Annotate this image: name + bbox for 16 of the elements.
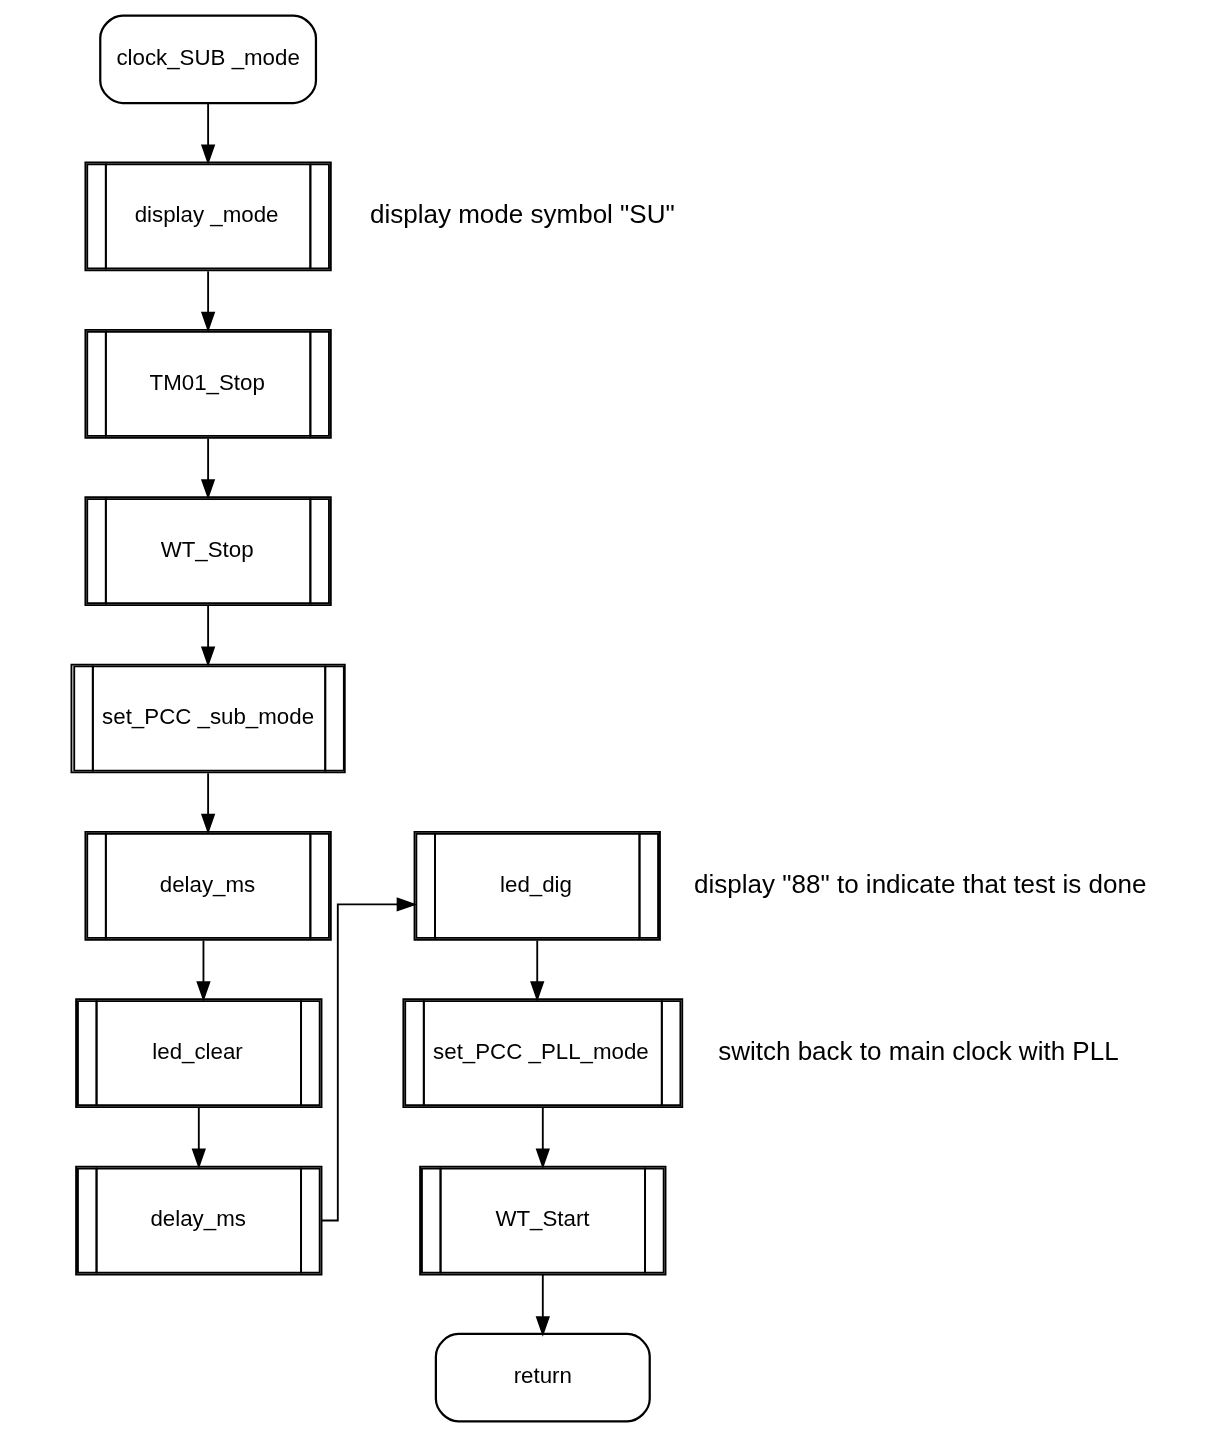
arrow [195,939,211,1002]
arrow [200,102,215,166]
arrow [200,772,215,835]
node-box: clock_SUB _mode [98,14,317,105]
node-label: display "88" to indicate that test is done [693,868,1146,899]
node-label: switch back to main clock with PLL [717,1036,1119,1067]
node-box: return [434,1332,651,1423]
arrow [200,270,215,333]
arrow [320,897,417,1222]
arrow [535,1107,550,1169]
arrow [535,1273,550,1337]
arrow [200,605,215,667]
arrow [529,939,544,1002]
node-label: display mode symbol "SU" [369,199,675,230]
arrow [200,437,215,500]
arrow [191,1107,206,1169]
